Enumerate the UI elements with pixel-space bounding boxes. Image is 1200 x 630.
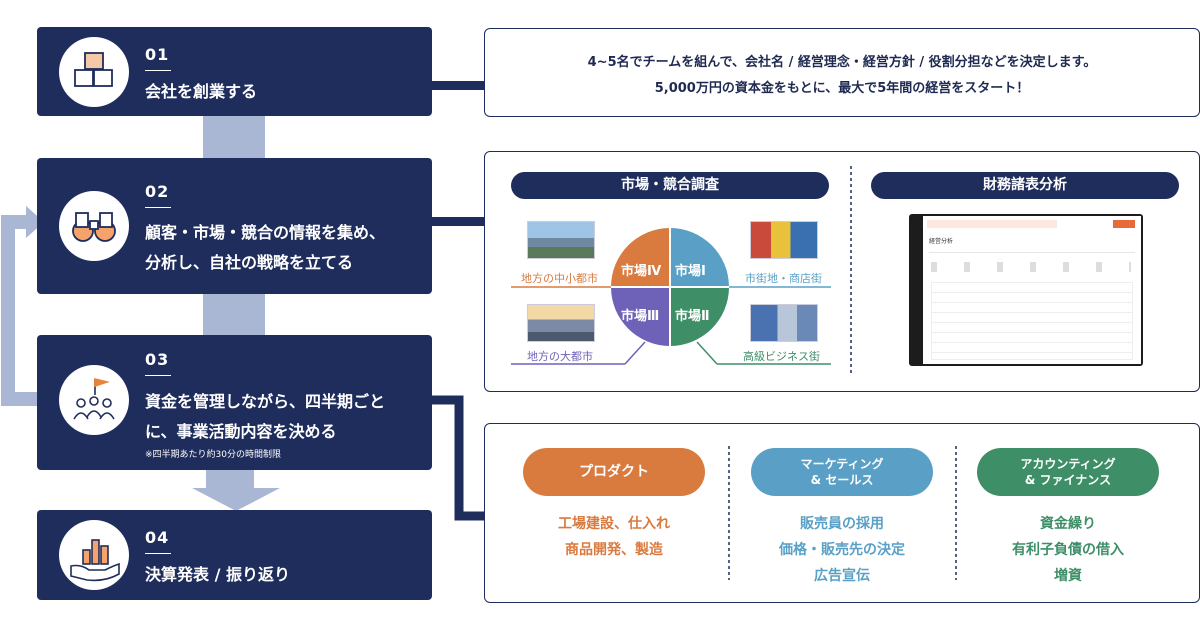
place-label-shopping-street: 市街地・商店街 bbox=[745, 272, 822, 285]
step-title-line-1: 資金を管理しながら、四半期ごと bbox=[145, 392, 386, 411]
quadrant-2 bbox=[670, 287, 729, 346]
step-02: 02 顧客・市場・競合の情報を集め、 分析し、自社の戦略を立てる bbox=[37, 158, 432, 294]
connector-03 bbox=[432, 395, 484, 521]
financial-screen: 経営分析 bbox=[909, 214, 1143, 366]
place-label-large-city: 地方の大都市 bbox=[527, 350, 593, 363]
step-03: 03 資金を管理しながら、四半期ごと に、事業活動内容を決める ※四半期あたり約… bbox=[37, 335, 432, 470]
place-label-business-district: 高級ビジネス街 bbox=[743, 350, 820, 363]
step-04: 04 決算発表 / 振り返り bbox=[37, 510, 432, 600]
step-01: 01 会社を創業する bbox=[37, 27, 432, 116]
quadrant-1-label: 市場Ⅰ bbox=[675, 264, 706, 279]
accounting-pill: アカウンティング & ファイナンス bbox=[977, 448, 1159, 496]
quadrant-2-label: 市場Ⅱ bbox=[675, 309, 710, 324]
intro-panel: 4~5名でチームを組んで、会社名 / 経営理念・経営方針 / 役割分担などを決定… bbox=[484, 28, 1200, 117]
step-number: 03 bbox=[145, 350, 170, 369]
step-title-line-2: 分析し、自社の戦略を立てる bbox=[145, 253, 354, 272]
shopping-street-photo bbox=[750, 221, 818, 259]
arrow-03-04-shaft bbox=[206, 470, 254, 490]
arrow-02-03 bbox=[203, 293, 265, 335]
step-number: 04 bbox=[145, 528, 170, 547]
hand-chart-icon bbox=[59, 520, 129, 590]
divider bbox=[955, 446, 957, 580]
step-title-line-2: に、事業活動内容を決める bbox=[145, 422, 337, 441]
market-quadrant-diagram bbox=[511, 228, 831, 365]
step-title: 会社を創業する bbox=[145, 82, 258, 101]
research-panel: 市場・競合調査 財務諸表分析 市場Ⅰ 市場Ⅱ 市場Ⅲ 市場Ⅳ 地方の中小都市 市… bbox=[484, 151, 1200, 392]
intro-line-1: 4~5名でチームを組んで、会社名 / 経営理念・経営方針 / 役割分担などを決定… bbox=[587, 55, 1097, 70]
boxes-icon bbox=[59, 37, 129, 107]
market-research-title: 市場・競合調査 bbox=[511, 172, 829, 199]
screen-badge bbox=[1113, 220, 1135, 228]
intro-line-2: 5,000万円の資本金をもとに、最大で5年間の経営をスタート！ bbox=[654, 81, 1030, 96]
step-rule bbox=[145, 207, 171, 208]
arrow-03-04-head bbox=[192, 488, 280, 511]
step-title: 決算発表 / 振り返り bbox=[145, 565, 290, 584]
financial-analysis-title: 財務諸表分析 bbox=[871, 172, 1179, 199]
binoculars-icon bbox=[59, 191, 129, 261]
product-items: 工場建設、仕入れ 商品開発、製造 bbox=[558, 516, 670, 558]
quadrant-4 bbox=[611, 228, 670, 287]
business-district-photo bbox=[750, 304, 818, 342]
screen-alert-bar bbox=[927, 220, 1057, 228]
quadrant-3 bbox=[611, 287, 670, 346]
step-note: ※四半期あたり約30分の時間制限 bbox=[145, 450, 281, 460]
large-city-photo bbox=[527, 304, 595, 342]
step-number: 01 bbox=[145, 45, 170, 64]
screen-content: 経営分析 bbox=[923, 216, 1141, 364]
arrow-01-02 bbox=[203, 116, 265, 160]
marketing-pill: マーケティング & セールス bbox=[751, 448, 933, 496]
step-title-line-1: 顧客・市場・競合の情報を集め、 bbox=[145, 223, 386, 242]
connector-02 bbox=[431, 217, 484, 226]
step-rule bbox=[145, 375, 171, 376]
step-rule bbox=[145, 553, 171, 554]
quadrant-1 bbox=[670, 228, 729, 287]
loop-back-arrow-head bbox=[26, 206, 44, 238]
marketing-items: 販売員の採用 価格・販売先の決定 広告宣伝 bbox=[779, 516, 905, 584]
small-city-photo bbox=[527, 221, 595, 259]
step-number: 02 bbox=[145, 182, 170, 201]
divider bbox=[850, 166, 852, 376]
loop-back-arrow bbox=[1, 215, 37, 406]
team-flag-icon bbox=[59, 365, 129, 435]
quadrant-3-label: 市場Ⅲ bbox=[621, 309, 660, 324]
step-rule bbox=[145, 70, 171, 71]
divider bbox=[728, 446, 730, 580]
product-pill: プロダクト bbox=[523, 448, 705, 496]
place-label-small-city: 地方の中小都市 bbox=[521, 272, 598, 285]
quadrant-4-label: 市場Ⅳ bbox=[621, 264, 662, 279]
functions-panel: プロダクト 工場建設、仕入れ 商品開発、製造 マーケティング & セールス 販売… bbox=[484, 423, 1200, 603]
connector-01 bbox=[431, 81, 484, 90]
screen-table bbox=[931, 282, 1133, 360]
accounting-items: 資金繰り 有利子負債の借入 増資 bbox=[1012, 516, 1124, 584]
screen-title: 経営分析 bbox=[929, 238, 954, 245]
